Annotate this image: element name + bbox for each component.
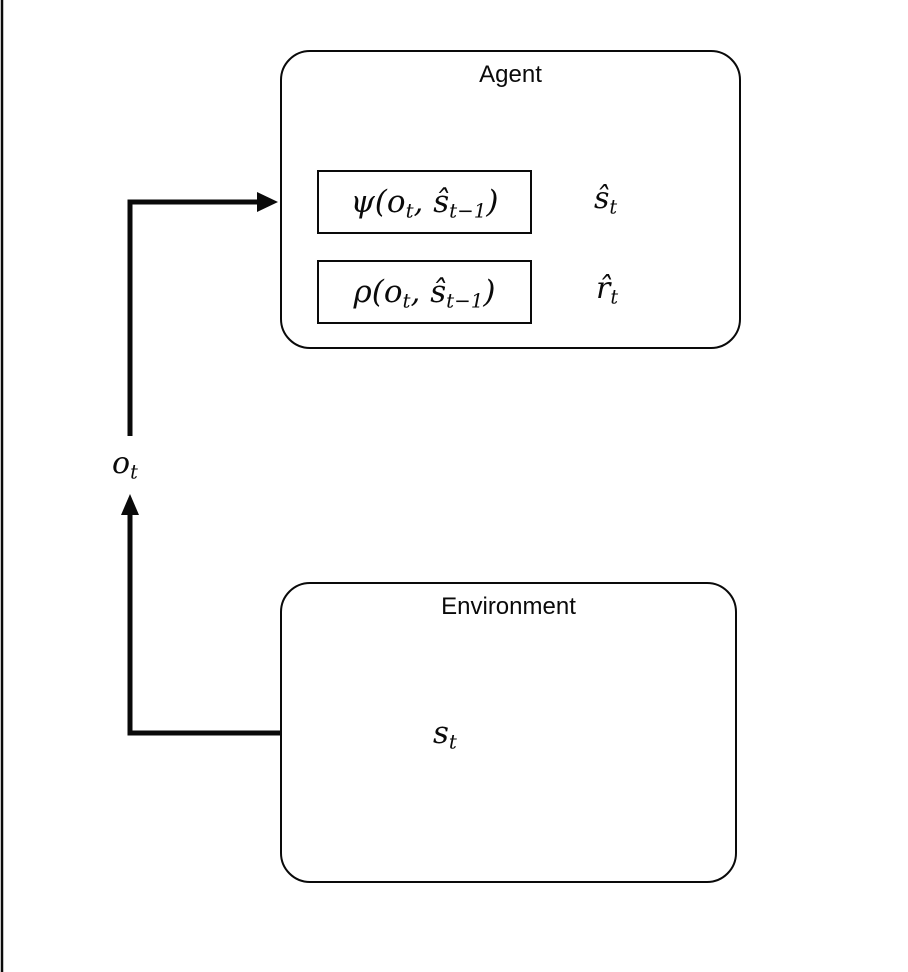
environment-title: Environment — [441, 593, 576, 620]
rho-function-box: ρ(ot, ŝt−1) — [317, 260, 532, 324]
predicted-state-label: ŝt — [594, 181, 618, 219]
observation-label: ot — [112, 446, 138, 484]
agent-title: Agent — [479, 61, 542, 88]
rho-formula: ρ(ot, ŝt−1) — [353, 273, 496, 313]
up-arrowhead — [121, 494, 139, 515]
state-label: st — [433, 715, 457, 754]
right-arrowhead — [257, 192, 278, 212]
environment-box: Environment — [280, 582, 737, 883]
predicted-reward-label: r̂t — [596, 271, 619, 309]
observation-connector — [121, 192, 280, 736]
psi-function-box: ψ(ot, ŝt−1) — [317, 170, 532, 234]
psi-formula: ψ(ot, ŝt−1) — [350, 183, 499, 223]
